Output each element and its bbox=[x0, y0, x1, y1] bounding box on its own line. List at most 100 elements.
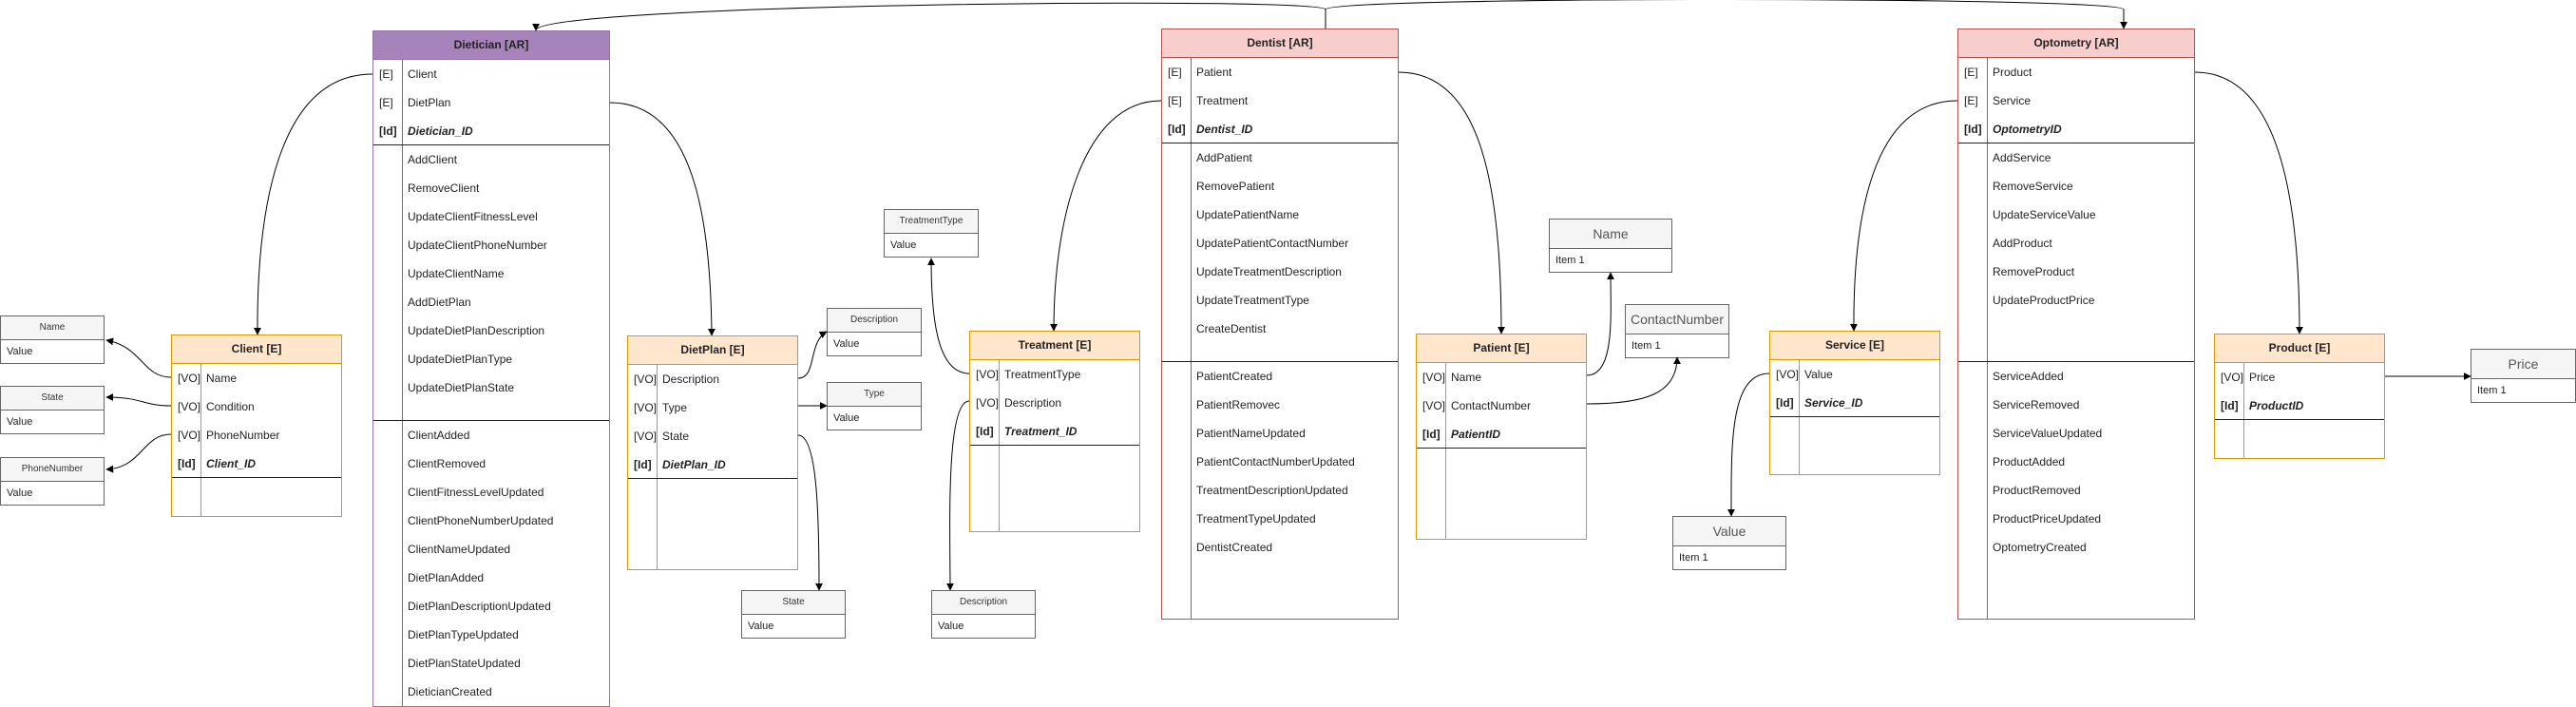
entity-patient-attribute-row: [VO]Name bbox=[1417, 363, 1586, 392]
entity-client-body bbox=[172, 478, 341, 516]
event-item: PatientContactNumberUpdated bbox=[1162, 448, 1398, 476]
aggregate-dentist-attribute-tag: [E] bbox=[1168, 66, 1182, 79]
aggregate-dentist[interactable]: Dentist [AR][E]Patient[E]Treatment[Id]De… bbox=[1161, 29, 1399, 620]
entity-dietplan-attribute-name: State bbox=[662, 430, 690, 443]
event-item: DieticianCreated bbox=[373, 678, 609, 706]
operation-label: RemoveClient bbox=[408, 182, 480, 195]
operation-item: UpdateDietPlanState bbox=[373, 373, 609, 402]
divider bbox=[1191, 58, 1192, 143]
event-item: DietPlanStateUpdated bbox=[373, 649, 609, 678]
entity-service[interactable]: Service [E][VO]Value[Id]Service_ID bbox=[1769, 331, 1940, 475]
aggregate-dietician-title: Dietician [AR] bbox=[373, 31, 609, 60]
entity-patient-attribute-row: [VO]ContactNumber bbox=[1417, 392, 1586, 420]
entity-service-attribute-row: [Id]Service_ID bbox=[1770, 389, 1939, 417]
entity-client-attribute-name: Condition bbox=[206, 400, 255, 413]
entity-patient-attribute-tag: [VO] bbox=[1422, 399, 1446, 412]
entity-treatment[interactable]: Treatment [E][VO]TreatmentType[VO]Descri… bbox=[969, 331, 1140, 532]
operation-item: UpdateDietPlanType bbox=[373, 345, 609, 373]
event-item: ServiceRemoved bbox=[1958, 391, 2194, 419]
event-label: ServiceRemoved bbox=[1993, 398, 2080, 411]
entity-dietplan-attribute-tag: [Id] bbox=[634, 458, 652, 471]
entity-client[interactable]: Client [E][VO]Name[VO]Condition[VO]Phone… bbox=[171, 334, 342, 517]
entity-dietplan-attribute-tag: [VO] bbox=[634, 430, 658, 443]
divider bbox=[1799, 417, 1800, 474]
entity-treatment-attribute-tag: [VO] bbox=[976, 396, 1000, 410]
entity-treatment-attribute-tag: [Id] bbox=[976, 425, 994, 438]
entity-product[interactable]: Product [E][VO]Price[Id]ProductID bbox=[2214, 334, 2385, 459]
value-object-row: Value bbox=[833, 412, 860, 424]
operation-label: UpdateDietPlanDescription bbox=[408, 324, 545, 337]
event-label: TreatmentTypeUpdated bbox=[1196, 512, 1316, 525]
event-label: PatientRemovec bbox=[1196, 398, 1281, 411]
divider bbox=[999, 446, 1000, 531]
entity-dietplan-attribute-row: [VO]Type bbox=[628, 393, 797, 422]
divider bbox=[2243, 420, 2244, 458]
operation-label: UpdateTreatmentDescription bbox=[1196, 265, 1342, 278]
entity-service-attribute-tag: [Id] bbox=[1776, 396, 1794, 410]
entity-patient[interactable]: Patient [E][VO]Name[VO]ContactNumber[Id]… bbox=[1416, 334, 1587, 540]
entity-client-attribute-row: [Id]Client_ID bbox=[172, 449, 341, 478]
entity-product-attribute-tag: [Id] bbox=[2221, 399, 2239, 412]
operation-label: AddPatient bbox=[1196, 151, 1252, 164]
aggregate-optometry-attribute-tag: [E] bbox=[1964, 94, 1978, 107]
operation-label: UpdateProductPrice bbox=[1993, 294, 2095, 307]
divider bbox=[2243, 363, 2244, 419]
operation-item: RemoveClient bbox=[373, 174, 609, 202]
entity-treatment-attribute-name: Treatment_ID bbox=[1004, 425, 1078, 438]
aggregate-dietician-attribute-tag: [E] bbox=[379, 96, 393, 109]
event-label: ProductPriceUpdated bbox=[1993, 512, 2102, 525]
aggregate-optometry[interactable]: Optometry [AR][E]Product[E]Service[Id]Op… bbox=[1957, 29, 2195, 620]
entity-service-attribute-tag: [VO] bbox=[1776, 368, 1800, 381]
divider bbox=[657, 365, 658, 478]
entity-patient-title: Patient [E] bbox=[1417, 334, 1586, 363]
value-object-row: Item 1 bbox=[1679, 552, 1708, 564]
event-label: PatientNameUpdated bbox=[1196, 427, 1306, 440]
event-label: ProductRemoved bbox=[1993, 484, 2081, 497]
operation-label: UpdatePatientName bbox=[1196, 208, 1300, 221]
entity-client-attribute-tag: [VO] bbox=[178, 429, 201, 442]
value-object-row: Item 1 bbox=[1631, 340, 1661, 352]
entity-patient-attribute-name: PatientID bbox=[1451, 428, 1501, 441]
event-item: ProductPriceUpdated bbox=[1958, 505, 2194, 533]
operation-item: UpdatePatientContactNumber bbox=[1162, 229, 1398, 258]
entity-treatment-body bbox=[970, 446, 1139, 531]
entity-service-body bbox=[1770, 417, 1939, 474]
aggregate-optometry-attribute-name: Product bbox=[1993, 66, 2032, 79]
value-object-title: Type bbox=[828, 383, 921, 407]
aggregate-dietician-attribute-tag: [Id] bbox=[379, 124, 397, 138]
entity-product-attributes: [VO]Price[Id]ProductID bbox=[2215, 363, 2384, 420]
entity-service-attribute-name: Value bbox=[1804, 368, 1833, 381]
entity-treatment-attribute-name: TreatmentType bbox=[1004, 368, 1081, 381]
operation-item: AddPatient bbox=[1162, 143, 1398, 172]
entity-patient-body bbox=[1417, 449, 1586, 539]
divider bbox=[200, 478, 201, 516]
entity-patient-attributes: [VO]Name[VO]ContactNumber[Id]PatientID bbox=[1417, 363, 1586, 449]
operation-label: UpdatePatientContactNumber bbox=[1196, 237, 1349, 250]
aggregate-dietician[interactable]: Dietician [AR][E]Client[E]DietPlan[Id]Di… bbox=[372, 30, 610, 707]
divider bbox=[1987, 143, 1988, 361]
operation-item: UpdateClientFitnessLevel bbox=[373, 202, 609, 231]
entity-client-attribute-name: PhoneNumber bbox=[206, 429, 280, 442]
event-item: DietPlanAdded bbox=[373, 564, 609, 592]
event-label: PatientContactNumberUpdated bbox=[1196, 455, 1355, 468]
value-object-title: TreatmentType bbox=[885, 210, 978, 234]
aggregate-optometry-attribute-row: [E]Product bbox=[1958, 58, 2194, 86]
aggregate-dentist-attribute-tag: [E] bbox=[1168, 94, 1182, 107]
event-item: PatientRemovec bbox=[1162, 391, 1398, 419]
aggregate-optometry-attribute-name: OptometryID bbox=[1993, 123, 2062, 136]
entity-dietplan[interactable]: DietPlan [E][VO]Description[VO]Type[VO]S… bbox=[627, 335, 798, 570]
